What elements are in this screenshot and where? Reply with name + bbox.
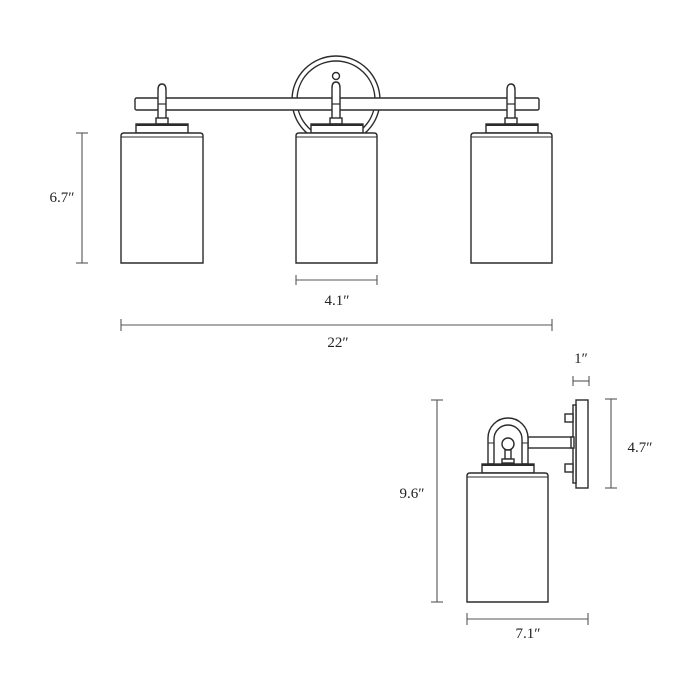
overall-width-label: 22″ xyxy=(327,335,348,351)
backplate-finial xyxy=(331,71,341,81)
dim-shade-width xyxy=(295,275,378,285)
arm xyxy=(527,436,574,449)
backplate-height-label: 4.7″ xyxy=(628,440,653,456)
shade-height-label: 6.7″ xyxy=(50,190,75,206)
side-shade xyxy=(466,472,549,603)
socket-left xyxy=(135,83,189,134)
extension-label: 7.1″ xyxy=(516,626,541,642)
ball-joint xyxy=(501,437,515,451)
dim-backplate-height xyxy=(605,398,617,489)
backplate-depth-label: 1″ xyxy=(574,351,588,367)
dim-extension xyxy=(466,613,589,625)
mount-screw-top xyxy=(564,413,574,423)
wall-plate xyxy=(575,399,589,489)
side-view: 9.6″ 4.7″ 1″ 7.1″ xyxy=(400,351,653,642)
front-view: 6.7″ 4.1″ 22″ xyxy=(50,55,553,351)
socket-middle xyxy=(310,81,364,134)
socket-right xyxy=(485,83,539,134)
dim-overall-height xyxy=(431,399,443,603)
dim-shade-height xyxy=(76,132,88,264)
shade-width-label: 4.1″ xyxy=(325,293,350,309)
shade-left xyxy=(120,132,204,264)
dim-backplate-depth xyxy=(572,376,590,386)
dim-overall-width xyxy=(120,319,553,331)
overall-height-label: 9.6″ xyxy=(400,486,425,502)
mount-screw-bottom xyxy=(564,463,574,473)
shade-right xyxy=(470,132,553,264)
shade-middle xyxy=(295,132,378,264)
